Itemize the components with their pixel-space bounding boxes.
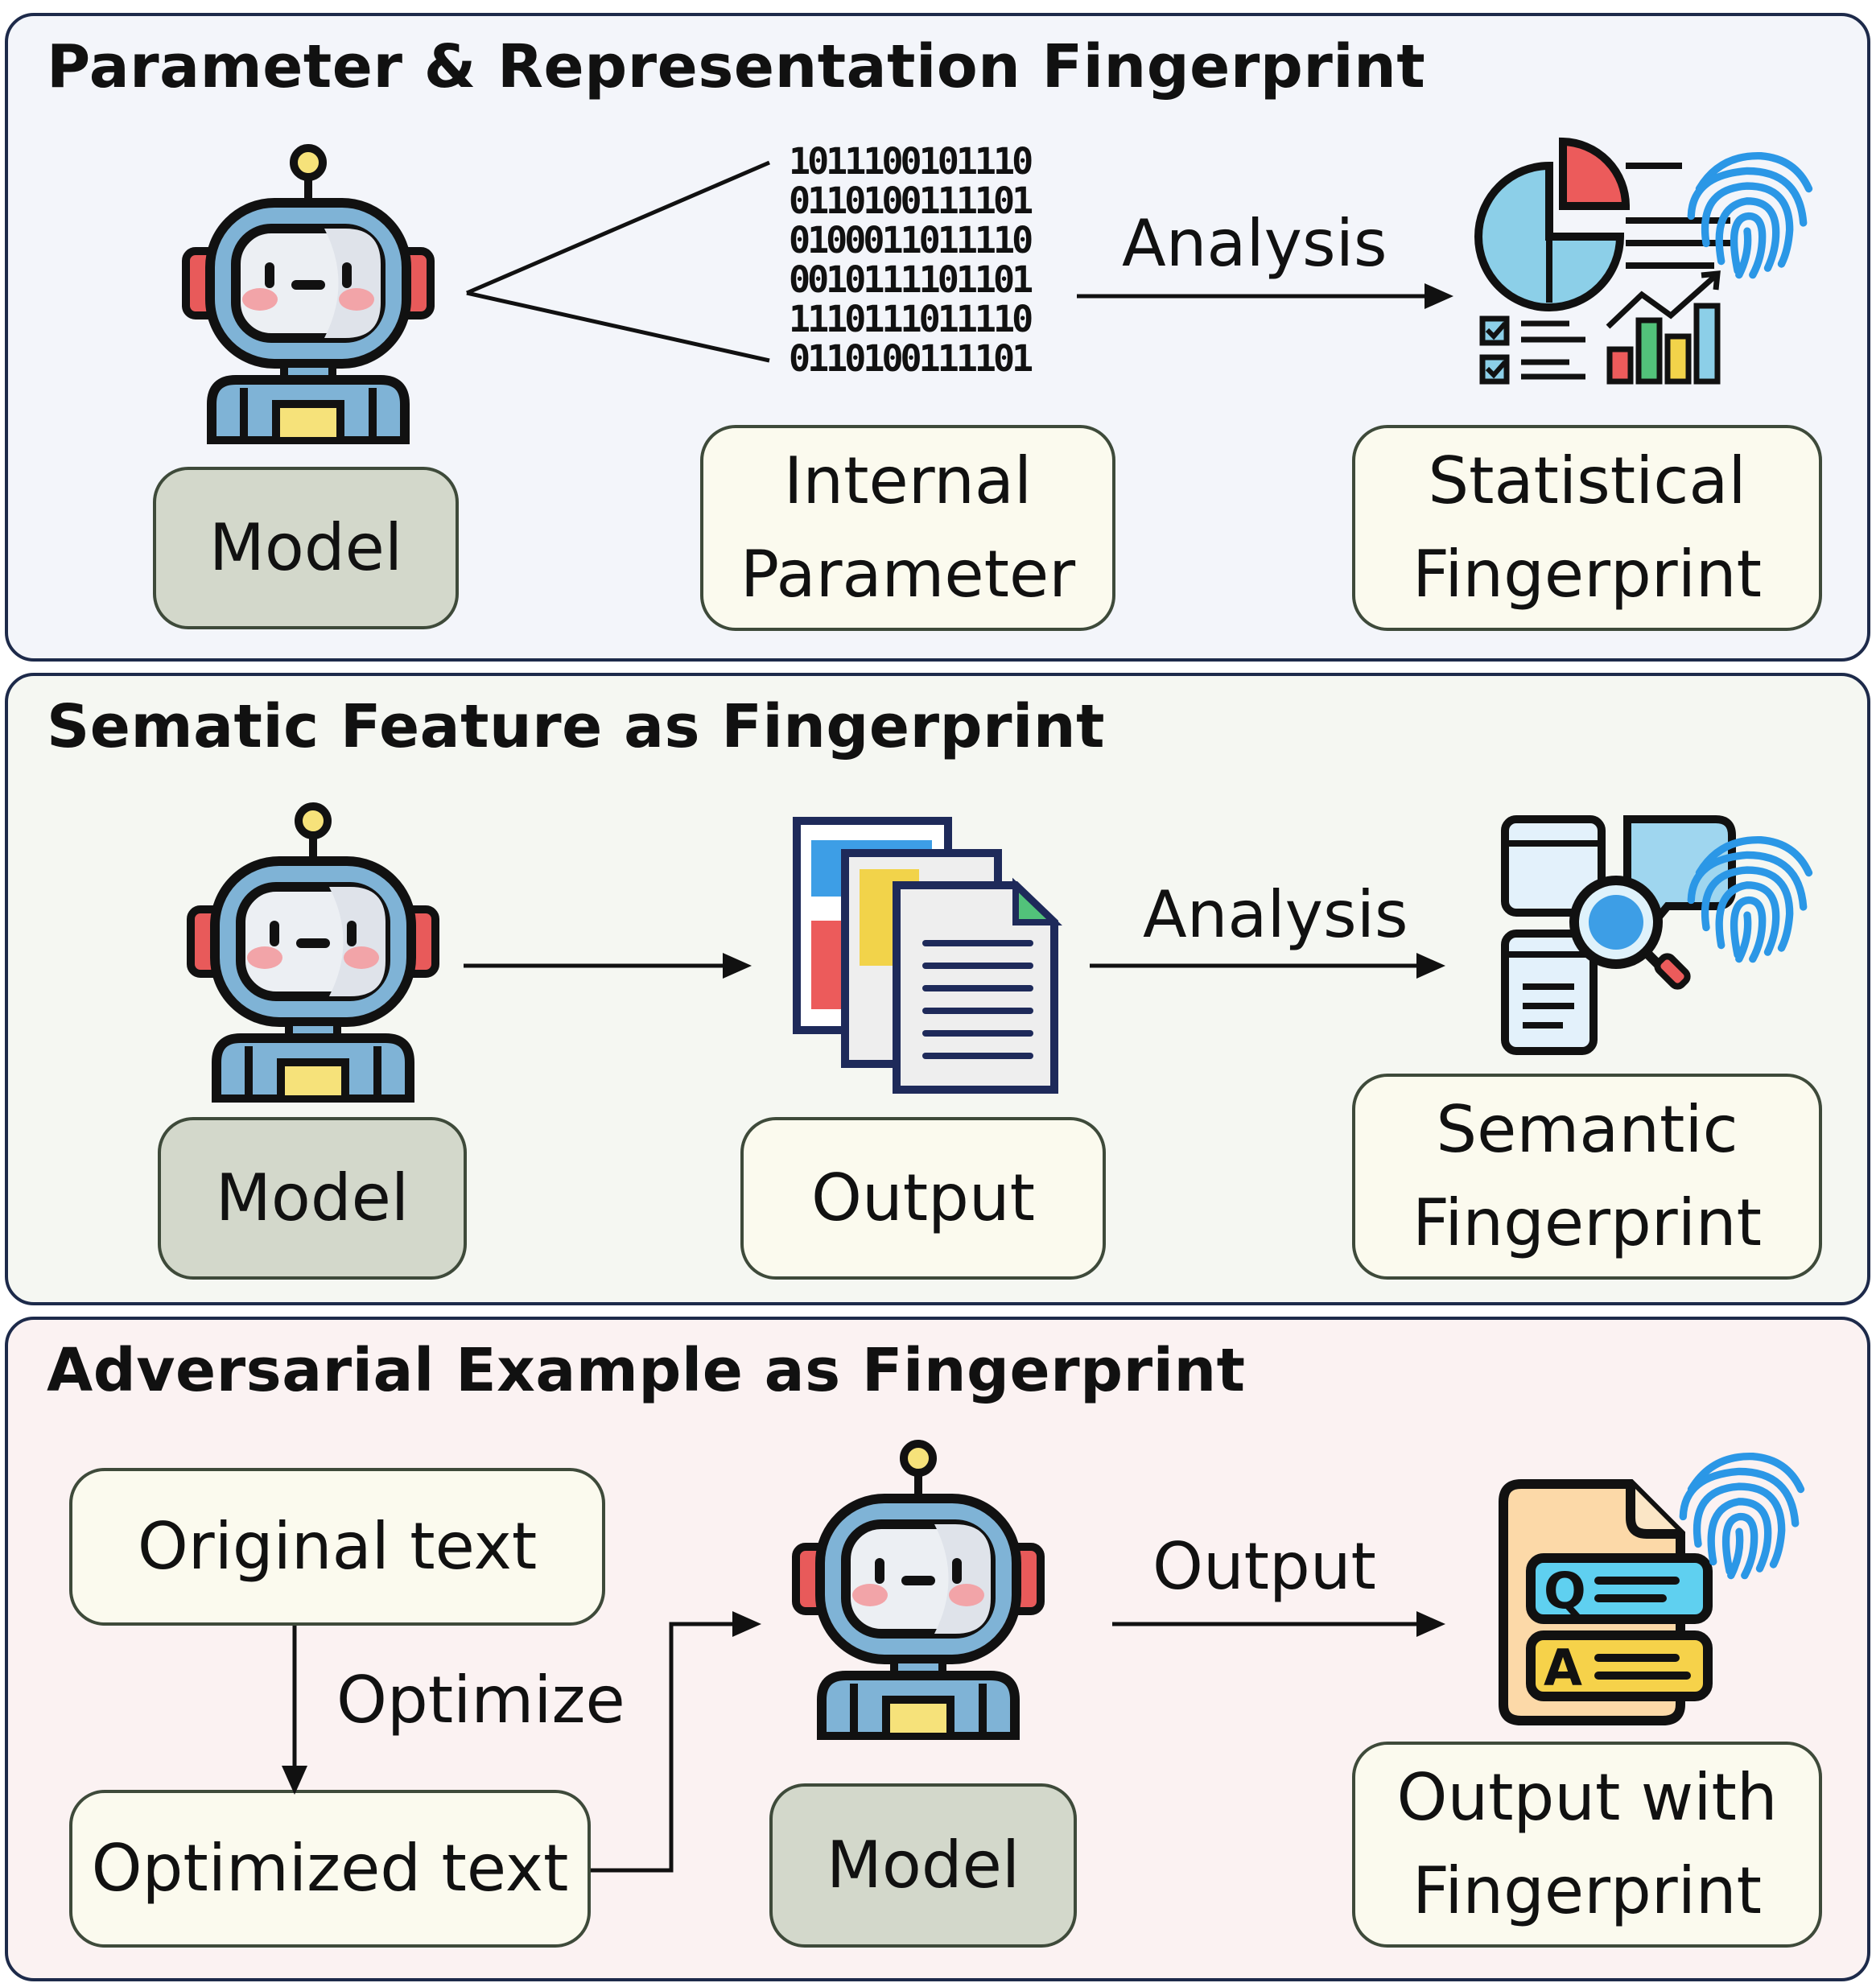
binary-row: 0100011011110 (789, 219, 1033, 262)
result-label-line2: Fingerprint (1412, 1853, 1762, 1928)
result-label-line2: Fingerprint (1412, 537, 1762, 612)
arrowhead (732, 1611, 761, 1637)
binary-row: 1110111011110 (789, 298, 1033, 340)
fan-line-lower (466, 291, 770, 363)
qa-document-icon: Q A (1499, 1479, 1713, 1725)
statistical-fingerprint-box: Statistical Fingerprint (1352, 425, 1822, 631)
arrowhead (1416, 953, 1445, 979)
model-label: Model (215, 1160, 410, 1235)
binary-row: 0110100111101 (789, 337, 1033, 380)
result-label-line1: Output with (1396, 1760, 1778, 1835)
result-label-line1: Statistical (1428, 443, 1746, 518)
arrowhead (282, 1766, 307, 1795)
arrowhead (1425, 283, 1453, 309)
fan-line-upper (466, 160, 770, 295)
result-label-line1: Semantic (1436, 1092, 1738, 1167)
parameter-label-line2: Parameter (740, 537, 1076, 612)
output-label: Output (811, 1160, 1035, 1235)
result-label-line2: Fingerprint (1412, 1185, 1762, 1260)
output-with-fingerprint-box: Output with Fingerprint (1352, 1742, 1822, 1948)
original-text-box: Original text (69, 1468, 605, 1626)
parameter-label-line1: Internal (783, 443, 1033, 518)
internal-parameter-box: Internal Parameter (700, 425, 1115, 631)
binary-row: 0110100111101 (789, 179, 1033, 222)
model-label: Model (208, 510, 403, 585)
output-arrow-label: Output (1152, 1529, 1376, 1604)
panel-title: Adversarial Example as Fingerprint (47, 1336, 1246, 1405)
panel-title: Sematic Feature as Fingerprint (47, 692, 1105, 761)
analysis-label: Analysis (1122, 206, 1387, 281)
binary-code-icon: 1011100101110 0110100111101 010001101111… (789, 140, 1033, 380)
output-box: Output (740, 1117, 1106, 1280)
optimized-to-model-arrow (591, 1622, 757, 1873)
model-box: Model (769, 1783, 1077, 1948)
qa-q-letter: Q (1544, 1561, 1586, 1620)
documents-icon (793, 817, 1062, 1094)
original-text-label: Original text (137, 1509, 538, 1584)
semantic-fingerprint-box: Semantic Fingerprint (1352, 1074, 1822, 1280)
optimized-text-label: Optimized text (91, 1831, 569, 1906)
statistics-chart-icon (1474, 137, 1730, 385)
model-label: Model (826, 1828, 1020, 1902)
arrowhead (1416, 1611, 1445, 1637)
binary-row: 0010111101101 (789, 258, 1033, 301)
panel-title: Parameter & Representation Fingerprint (47, 32, 1426, 101)
optimize-label: Optimize (336, 1663, 625, 1738)
model-box: Model (153, 467, 459, 629)
model-box: Model (158, 1117, 467, 1280)
binary-row: 1011100101110 (789, 140, 1033, 183)
optimized-text-box: Optimized text (69, 1790, 591, 1948)
analysis-label: Analysis (1143, 877, 1408, 952)
qa-a-letter: A (1544, 1639, 1582, 1697)
arrowhead (723, 953, 752, 979)
semantic-search-icon (1501, 815, 1736, 1055)
